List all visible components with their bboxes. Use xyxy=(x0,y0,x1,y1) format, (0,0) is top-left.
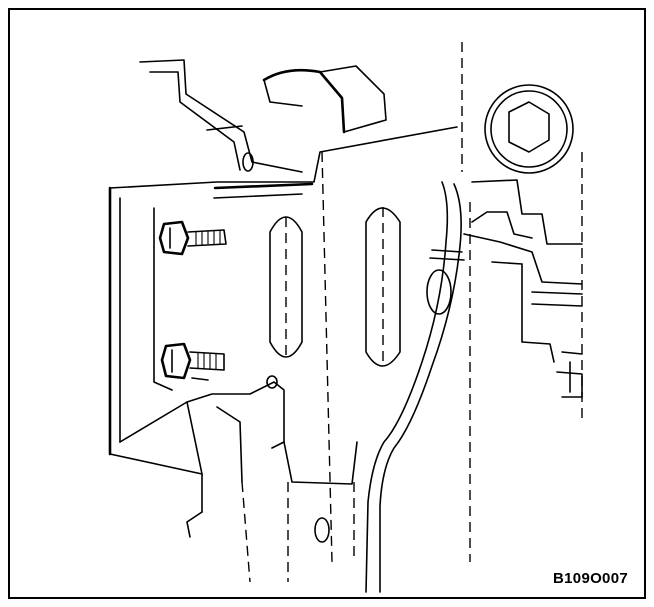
mounting-plate xyxy=(108,126,458,513)
lower-bracket xyxy=(119,375,358,538)
figure-reference-code: B109O007 xyxy=(553,570,628,587)
tube xyxy=(365,181,465,593)
upper-bracket xyxy=(139,59,303,173)
upper-bolt xyxy=(158,220,227,256)
hex-fitting xyxy=(484,84,574,174)
hidden-frame-lines xyxy=(241,42,471,583)
top-block xyxy=(262,65,387,134)
slot-right xyxy=(365,207,401,367)
lower-bolt xyxy=(160,342,225,381)
slot-left xyxy=(269,216,303,358)
right-side-assembly xyxy=(463,152,583,422)
bracket-assembly-diagram xyxy=(108,42,583,593)
figure-frame: B109O007 xyxy=(8,8,646,599)
